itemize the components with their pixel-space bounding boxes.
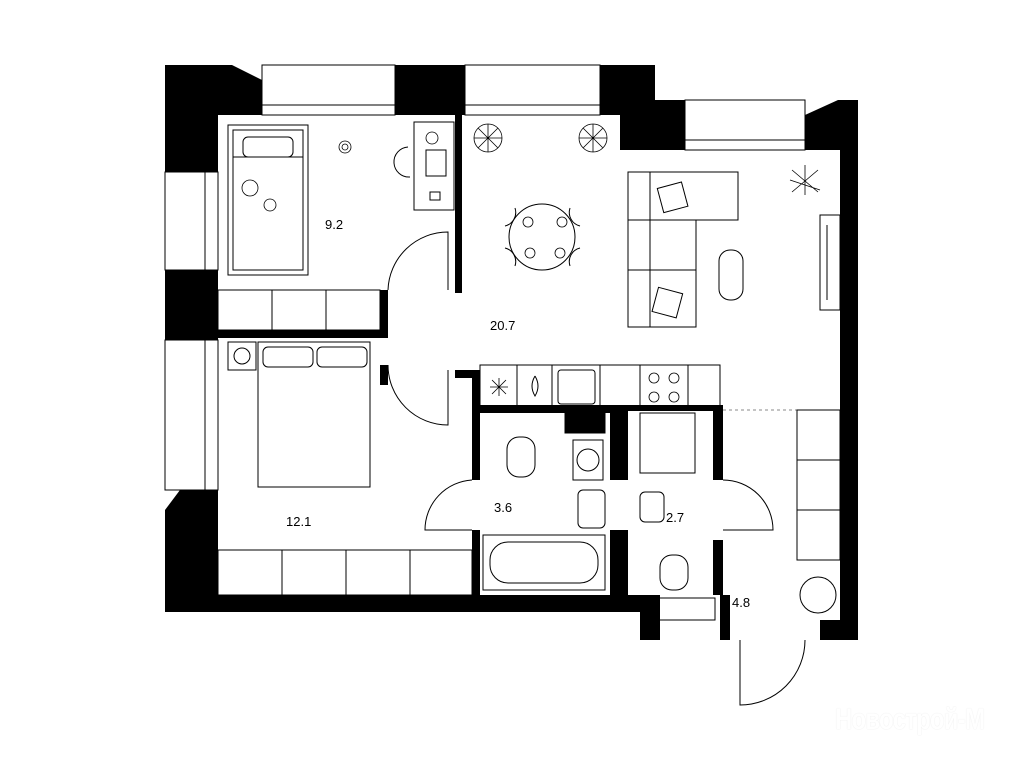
plant-icon: [578, 123, 608, 153]
room-area-hallway: 4.8: [732, 595, 751, 610]
toilet: [506, 436, 536, 478]
watermark: Новострой-М: [835, 703, 985, 736]
double-bed: [257, 341, 371, 488]
child-bed: [227, 124, 309, 276]
room-area-bedroom: 12.1: [286, 514, 312, 529]
sink: [557, 369, 596, 405]
plant-icon: [473, 123, 503, 153]
furniture: [217, 121, 841, 706]
room-area-children-bedroom: 9.2: [325, 217, 344, 232]
hall-wardrobe: [796, 409, 841, 561]
door-swing: [387, 231, 449, 291]
plant-icon: [789, 165, 821, 195]
entrance-door: [739, 639, 806, 706]
desk: [413, 121, 455, 211]
room-area-bathroom: 3.6: [494, 500, 513, 515]
sofa: [627, 171, 739, 221]
coffee-table: [718, 249, 744, 301]
walls: [165, 65, 858, 640]
windows: [164, 64, 806, 491]
bedroom-wardrobe: [217, 549, 473, 596]
room-area-living-kitchen: 20.7: [490, 318, 516, 333]
tv: [819, 214, 841, 311]
washbasin: [577, 489, 606, 529]
dining-table: [508, 203, 576, 271]
wardrobe: [217, 289, 381, 331]
shower: [639, 412, 696, 474]
room-area-toilet: 2.7: [666, 510, 685, 525]
bathtub: [482, 534, 606, 591]
